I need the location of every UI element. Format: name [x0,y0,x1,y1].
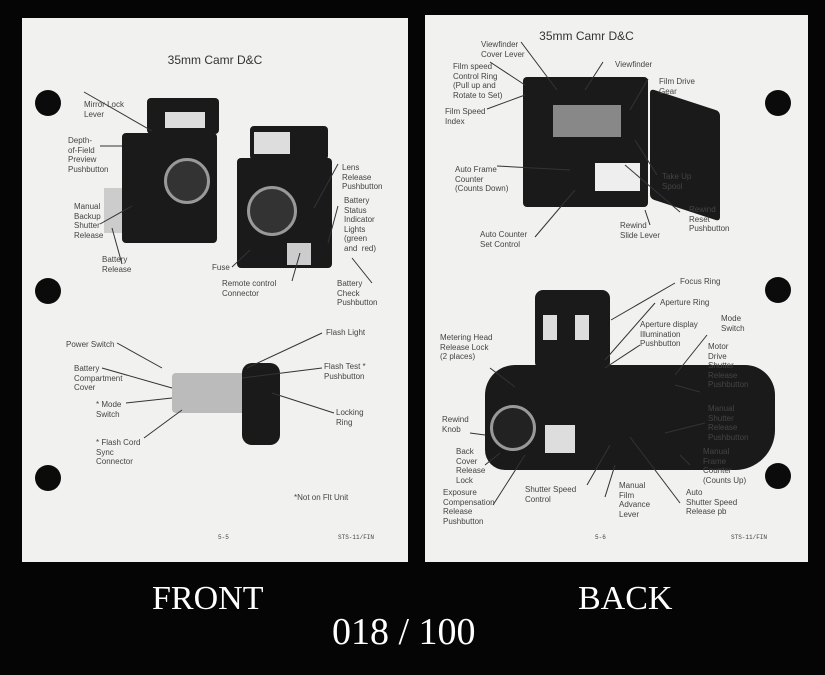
callout-label: Viewfinder [615,60,653,69]
callout-label: Aperture display Illumination Pushbutton [640,320,698,348]
flash-unit-image [172,373,247,413]
callout-label: Flash Test * Pushbutton [324,362,366,381]
callout-label: Remote control Connector [222,279,277,298]
binder-hole [765,463,791,489]
callout-label: Manual Shutter Release Pushbutton [708,404,749,442]
callout-label: Focus Ring [680,277,721,286]
callout-label: Exposure Compensation Release Pushbutton [443,488,495,526]
callout-label: Manual Backup Shutter Release [74,202,104,240]
callout-label: Film Drive Gear [659,77,695,96]
binder-hole [35,278,61,304]
leader-lines [469,41,708,506]
callout-label: Film Speed Index [445,107,486,126]
callout-label: Motor Drive Shutter Release Pushbutton [708,342,749,389]
callout-label: Mirror Lock Lever [84,100,125,119]
callout-label: Manual Frame Counter (Counts Up) [703,447,747,485]
page-number: 5-5 [218,534,229,541]
callout-label: * Mode Switch [96,400,122,419]
doc-code: STS-11/FIN [338,534,375,541]
leader-lines [83,91,373,439]
callout-label: Power Switch [66,340,115,349]
binder-hole [765,90,791,116]
callout-label: Manual Film Advance Lever [619,481,651,519]
binder-hole [35,90,61,116]
callout-label: Auto Frame Counter (Counts Down) [455,165,509,193]
doc-code: STS-11/FIN [731,534,768,541]
callout-label: Rewind Reset Pushbutton [689,205,730,233]
front-caption: FRONT [152,580,264,617]
back-caption: BACK [578,580,673,617]
callout-label: Rewind Slide Lever [620,221,661,240]
callout-label: Locking Ring [336,408,364,427]
callout-label: Flash Light [326,328,366,337]
callout-label: Auto Shutter Speed Release pb [686,488,738,516]
callout-label: Film speed Control Ring (Pull up and Rot… [453,62,503,100]
callout-label: Auto Counter Set Control [480,230,528,249]
callout-label: Mode Switch [721,314,745,333]
callout-label: Fuse [212,263,230,272]
binder-hole [35,465,61,491]
callout-label: Battery Compartment Cover [74,364,123,392]
callout-label: Rewind Knob [442,415,469,434]
callout-label: Depth- of-Field Preview Pushbutton [68,136,109,174]
callout-label: Battery Status Indicator Lights (green a… [344,196,377,253]
callout-label: Lens Release Pushbutton [342,163,383,191]
callout-label: Shutter Speed Control [525,485,577,504]
callout-label: Battery Release [102,255,132,274]
callout-label: Aperture Ring [660,298,710,307]
callout-label: Viewfinder Cover Lever [481,40,525,59]
front-page: 35mm Camr D&C Mirror Lock Lever Depth- o… [22,18,408,562]
callout-label: Take Up Spool [662,172,692,191]
page-number: 5-6 [595,534,606,541]
page-title: 35mm Camr D&C [167,53,263,67]
footnote: *Not on Flt Unit [294,493,349,502]
callout-label: Metering Head Release Lock (2 places) [440,333,493,361]
callout-label: * Flash Cord Sync Connector [96,438,141,466]
callout-label: Back Cover Release Lock [456,447,486,485]
back-page: 35mm Camr D&C Viewfinder Cover Lever Fil… [425,15,808,562]
callout-label: Battery Check Pushbutton [337,279,378,307]
binder-hole [765,277,791,303]
edition-counter: 018 / 100 [332,611,476,653]
page-title: 35mm Camr D&C [539,29,634,43]
